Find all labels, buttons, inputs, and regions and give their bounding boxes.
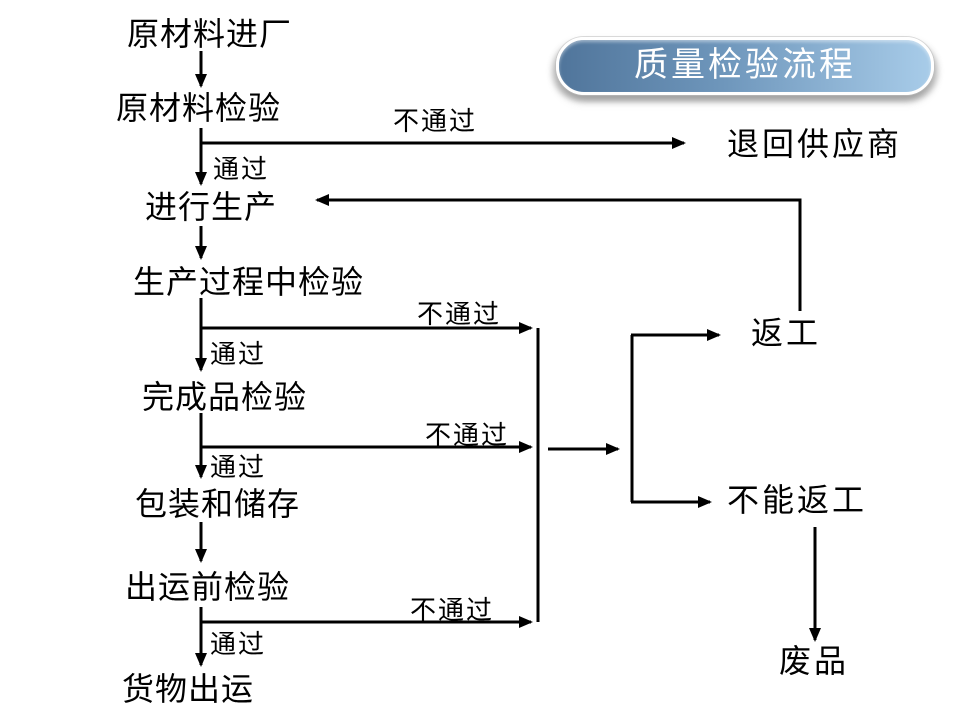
node-scrap: 废品 [779,643,850,679]
edge-label-fail-pre-shipment: 不通过 [410,596,495,625]
node-cannot-rework: 不能返工 [727,482,868,518]
edge-label-fail-in-process: 不通过 [417,300,502,329]
edge-label-pass-finished: 通过 [210,453,267,482]
edge-rework-to-production [315,194,802,311]
node-finished-product-inspection: 完成品检验 [142,379,308,415]
title-badge: 质量检验流程 [556,37,934,95]
node-raw-material-arrival: 原材料进厂 [127,16,293,52]
edge-label-pass-in-process: 通过 [210,340,267,369]
node-goods-shipment: 货物出运 [122,671,255,707]
node-rework: 返工 [751,315,822,351]
node-packing-and-storage: 包装和储存 [135,486,301,522]
node-in-process-inspection: 生产过程中检验 [133,264,365,300]
node-pre-shipment-inspection: 出运前检验 [125,569,291,605]
edge-label-fail-raw-material: 不通过 [393,107,478,136]
node-raw-material-inspection: 原材料检验 [116,90,282,126]
edge-label-pass-raw-material: 通过 [213,155,270,184]
node-production: 进行生产 [145,189,278,225]
slide-title: 质量检验流程 [634,47,856,84]
edge-label-fail-finished: 不通过 [425,421,510,450]
edge-label-pass-pre-shipment: 通过 [210,630,267,659]
node-return-to-supplier: 退回供应商 [727,126,903,162]
